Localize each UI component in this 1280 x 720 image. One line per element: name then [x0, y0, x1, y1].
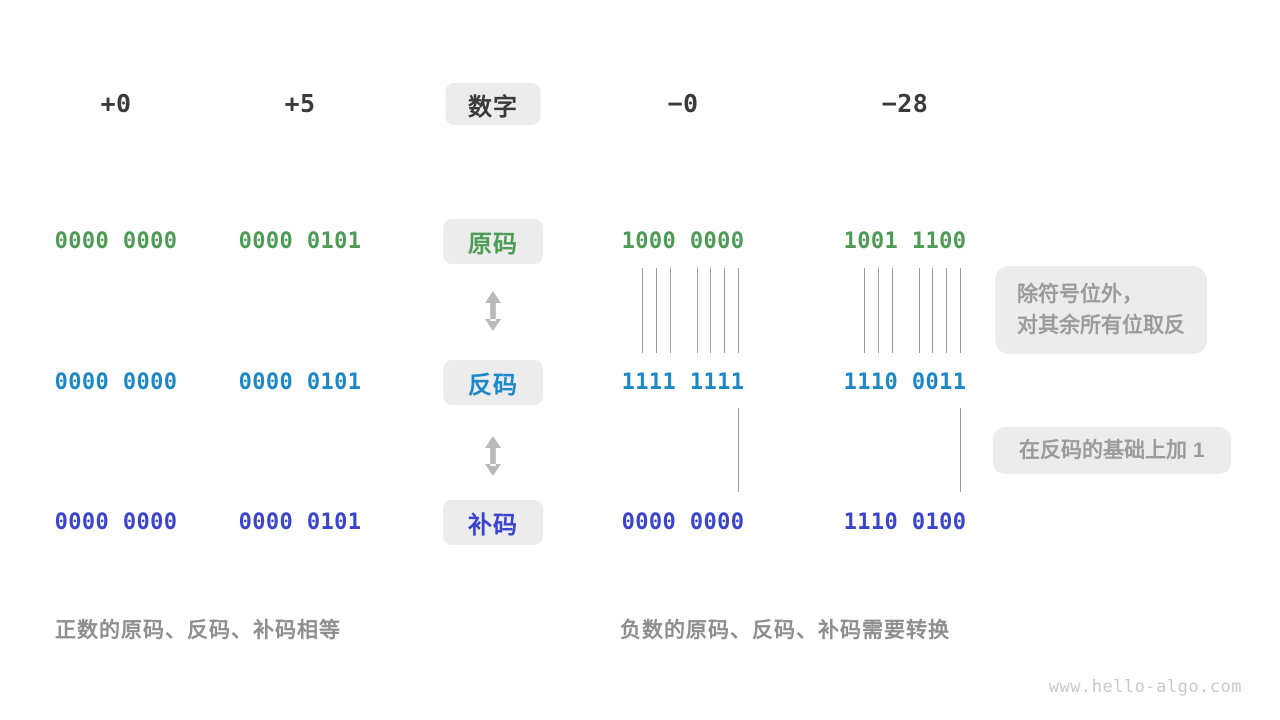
- bit-connector-line: [656, 268, 657, 353]
- twos-complement-pos-five: 0000 0101: [238, 510, 362, 535]
- bit-connector-line: [738, 268, 739, 353]
- updown-arrow-icon: [485, 436, 501, 476]
- label-ones-complement-text: 反码: [468, 372, 518, 399]
- twos-complement-pos-zero: 0000 0000: [54, 510, 178, 535]
- label-box-sign-magnitude: 原码: [443, 219, 543, 264]
- bit-connector-line: [738, 408, 739, 492]
- bit-connector-line: [878, 268, 879, 353]
- label-box-number: 数字: [445, 83, 541, 125]
- label-box-twos-complement: 补码: [443, 500, 543, 545]
- number-neg-28: −28: [881, 89, 929, 118]
- bit-connector-line: [960, 408, 961, 492]
- note-add-one: 在反码的基础上加 1: [993, 427, 1231, 474]
- ones-complement-neg-zero: 1111 1111: [621, 370, 745, 395]
- sign-magnitude-neg-28: 1001 1100: [843, 229, 967, 254]
- sign-magnitude-pos-zero: 0000 0000: [54, 229, 178, 254]
- twos-complement-neg-zero: 0000 0000: [621, 510, 745, 535]
- bit-connector-line: [960, 268, 961, 353]
- bit-connector-line: [864, 268, 865, 353]
- label-number-text: 数字: [468, 93, 518, 121]
- note-invert-bits: 除符号位外， 对其余所有位取反: [995, 266, 1207, 354]
- number-pos-zero: +0: [100, 89, 132, 118]
- ones-complement-pos-zero: 0000 0000: [54, 370, 178, 395]
- sign-magnitude-pos-five: 0000 0101: [238, 229, 362, 254]
- number-pos-five: +5: [284, 89, 316, 118]
- label-sign-magnitude-text: 原码: [468, 231, 518, 258]
- ones-complement-pos-five: 0000 0101: [238, 370, 362, 395]
- note-invert-line2: 对其余所有位取反: [1017, 314, 1185, 337]
- note-invert-line1: 除符号位外，: [1017, 283, 1143, 306]
- label-box-ones-complement: 反码: [443, 360, 543, 405]
- twos-complement-neg-28: 1110 0100: [843, 510, 967, 535]
- bit-connector-line: [892, 268, 893, 353]
- updown-arrow-icon: [485, 291, 501, 331]
- watermark-url: www.hello-algo.com: [1048, 677, 1242, 697]
- bit-connector-line: [642, 268, 643, 353]
- bit-connector-line: [697, 268, 698, 353]
- bit-connector-line: [724, 268, 725, 353]
- bit-connector-line: [919, 268, 920, 353]
- bit-connector-line: [932, 268, 933, 353]
- bit-connector-line: [946, 268, 947, 353]
- bit-connector-line: [710, 268, 711, 353]
- sign-magnitude-neg-zero: 1000 0000: [621, 229, 745, 254]
- caption-negative-numbers: 负数的原码、反码、补码需要转换: [620, 619, 950, 642]
- caption-positive-numbers: 正数的原码、反码、补码相等: [55, 619, 341, 642]
- ones-complement-neg-28: 1110 0011: [843, 370, 967, 395]
- bit-connector-line: [670, 268, 671, 353]
- label-twos-complement-text: 补码: [468, 512, 518, 539]
- number-neg-zero: −0: [667, 89, 699, 118]
